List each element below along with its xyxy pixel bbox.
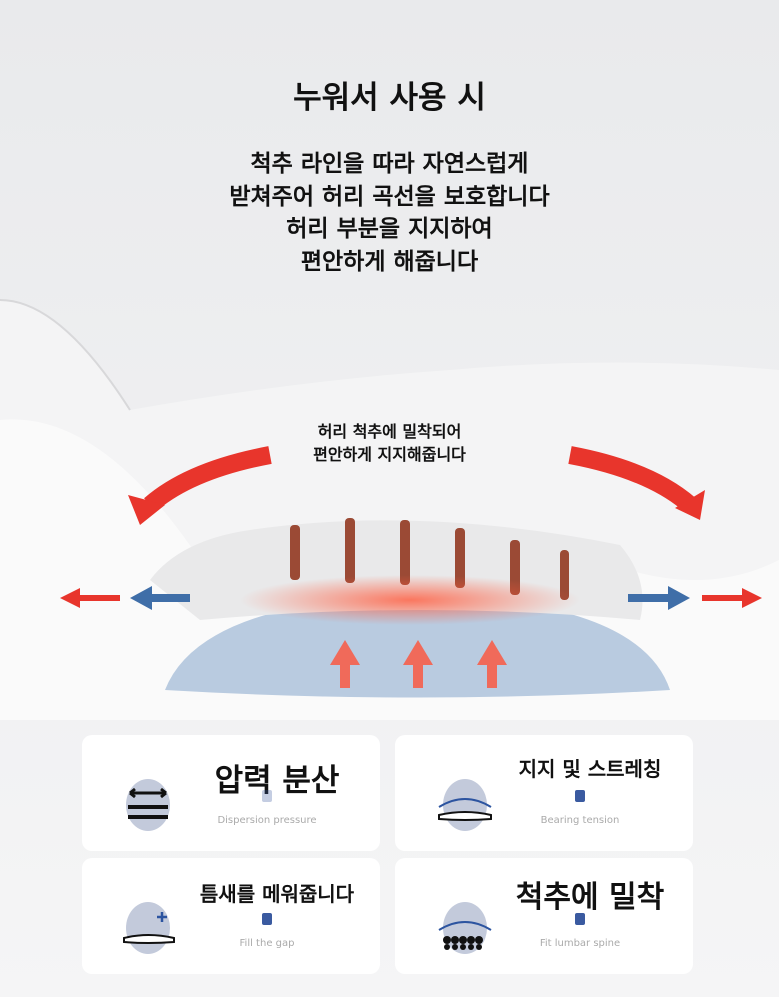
description: 척추 라인을 따라 자연스럽게 받쳐주어 허리 곡선을 보호합니다 허리 부분을… — [0, 148, 779, 278]
description-line: 편안하게 해줍니다 — [300, 248, 479, 275]
fit-spine-icon — [438, 902, 492, 954]
feature-subtitle: Bearing tension — [540, 815, 620, 826]
fill-gap-icon — [123, 902, 175, 954]
feature-subtitle: Fill the gap — [239, 938, 295, 949]
feature-card: 틈새를 메워줍니다 Fill the gap — [82, 858, 380, 974]
feature-subtitle: Dispersion pressure — [217, 815, 317, 826]
feature-card: 지지 및 스트레칭 Bearing tension — [395, 735, 693, 851]
arrows-spread-icon — [126, 779, 170, 831]
horizontal-arrows — [60, 586, 762, 610]
feature-card: 압력 분산 Dispersion pressure — [82, 735, 380, 851]
feature-title: 지지 및 스트레칭 — [518, 757, 662, 781]
caption-line: 편안하게 지지해줍니다 — [313, 445, 466, 464]
feature-title: 압력 분산 — [214, 763, 340, 799]
up-arrows — [330, 640, 507, 688]
red-curved-arrow-right — [568, 446, 696, 512]
description-line: 받쳐주어 허리 곡선을 보호합니다 — [229, 183, 550, 210]
caption-line: 허리 척추에 밀착되어 — [317, 422, 462, 441]
feature-title: 척추에 밀착 — [515, 880, 665, 915]
feature-title: 틈새를 메워줍니다 — [199, 882, 355, 906]
page-title: 누워서 사용 시 — [293, 80, 486, 116]
feature-subtitle: Fit lumbar spine — [539, 938, 621, 949]
description-line: 척추 라인을 따라 자연스럽게 — [250, 151, 529, 177]
illustration-caption: 허리 척추에 밀착되어 편안하게 지지해줍니다 — [0, 420, 779, 466]
red-curved-arrow-left — [144, 446, 272, 512]
feature-card: 척추에 밀착 Fit lumbar spine — [395, 858, 693, 974]
description-line: 허리 부분을 지지하여 — [286, 216, 493, 242]
support-stretch-icon — [438, 779, 492, 831]
